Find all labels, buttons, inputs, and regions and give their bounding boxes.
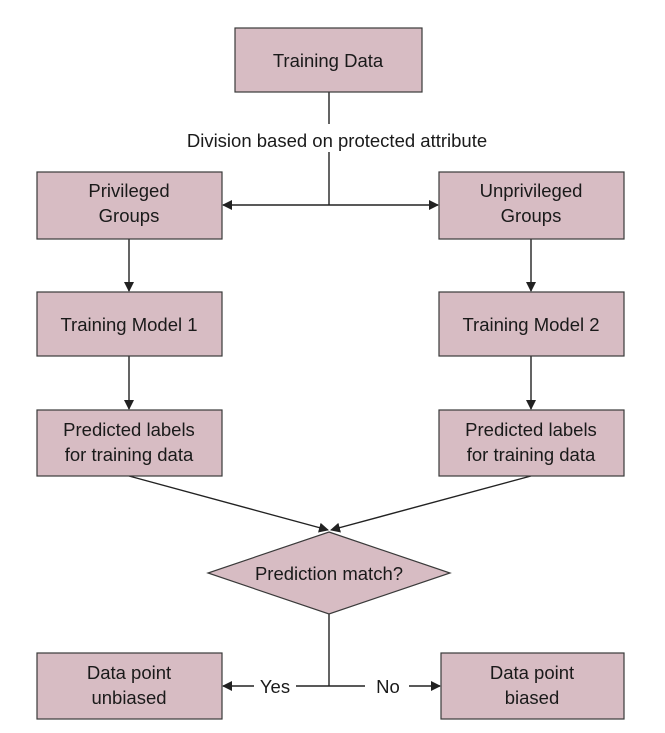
unprivileged-line-2: Groups bbox=[501, 205, 562, 226]
privileged-groups-box: Privileged Groups bbox=[36, 171, 223, 240]
arrow-pred1-to-decision bbox=[128, 475, 329, 533]
predicted-labels-1-box: Predicted labels for training data bbox=[36, 409, 223, 477]
arrow-pred2-to-decision bbox=[330, 475, 532, 533]
predicted-labels-2-line-2: for training data bbox=[467, 444, 596, 465]
training-model-2-box: Training Model 2 bbox=[438, 291, 625, 357]
predicted-labels-1-line-1: Predicted labels bbox=[63, 419, 195, 440]
biased-line-2: biased bbox=[505, 687, 560, 708]
prediction-match-decision: Prediction match? bbox=[206, 531, 452, 615]
data-point-biased-box: Data point biased bbox=[440, 652, 625, 720]
unbiased-line-1: Data point bbox=[87, 662, 171, 683]
unprivileged-groups-box: Unprivileged Groups bbox=[438, 171, 625, 240]
predicted-labels-1-line-2: for training data bbox=[65, 444, 194, 465]
unbiased-line-2: unbiased bbox=[91, 687, 166, 708]
edges bbox=[124, 92, 536, 691]
training-data-label: Training Data bbox=[273, 50, 384, 71]
no-label: No bbox=[376, 676, 400, 697]
training-model-1-label: Training Model 1 bbox=[60, 314, 197, 335]
privileged-line-1: Privileged bbox=[88, 180, 169, 201]
prediction-match-label: Prediction match? bbox=[255, 563, 403, 584]
biased-line-1: Data point bbox=[490, 662, 574, 683]
predicted-labels-2-box: Predicted labels for training data bbox=[438, 409, 625, 477]
predicted-labels-2-line-1: Predicted labels bbox=[465, 419, 597, 440]
training-model-2-label: Training Model 2 bbox=[462, 314, 599, 335]
unprivileged-line-1: Unprivileged bbox=[480, 180, 583, 201]
yes-label: Yes bbox=[260, 676, 290, 697]
data-point-unbiased-box: Data point unbiased bbox=[36, 652, 223, 720]
division-label: Division based on protected attribute bbox=[187, 130, 487, 151]
training-data-box: Training Data bbox=[234, 27, 423, 93]
privileged-line-2: Groups bbox=[99, 205, 160, 226]
training-model-1-box: Training Model 1 bbox=[36, 291, 223, 357]
